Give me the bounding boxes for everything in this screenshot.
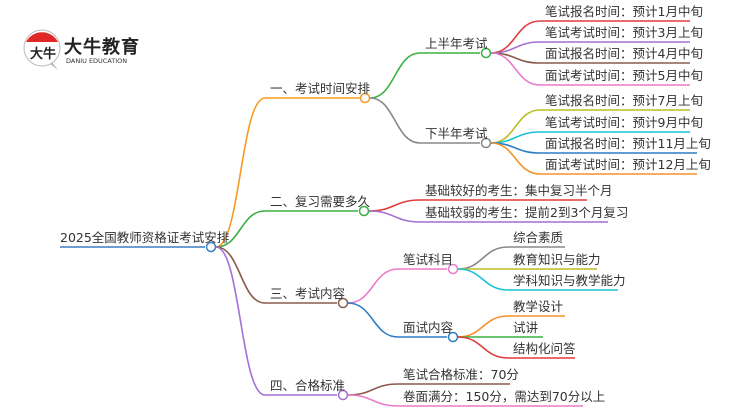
leaf-node[interactable]: 基础较弱的考生：提前2到3个月复习 <box>425 205 629 220</box>
leaf-node[interactable]: 面试报名时间：预计4月中旬 <box>545 46 703 61</box>
topic-node[interactable]: 一、考试时间安排 <box>270 81 371 96</box>
leaf-node[interactable]: 教学设计 <box>513 299 564 314</box>
connector-line <box>215 246 337 304</box>
connector-line <box>215 97 360 248</box>
collapse-toggle[interactable] <box>358 205 370 217</box>
connector-line <box>215 210 358 248</box>
leaf-node[interactable]: 笔试合格标准：70分 <box>403 367 519 382</box>
logo: 大牛 大牛教育 DANIU EDUCATION <box>22 28 142 70</box>
topic-node[interactable]: 四、合格标准 <box>270 378 346 393</box>
leaf-node[interactable]: 面试考试时间：预计12月上旬 <box>545 157 711 172</box>
topic-node[interactable]: 笔试科目 <box>403 252 454 267</box>
leaf-node[interactable]: 笔试报名时间：预计1月中旬 <box>545 4 703 19</box>
leaf-node[interactable]: 卷面满分：150分，需达到70分以上 <box>403 389 606 404</box>
connector-line <box>347 394 583 407</box>
collapse-toggle[interactable] <box>205 241 217 253</box>
connector-line <box>215 246 337 396</box>
topic-node[interactable]: 上半年考试 <box>425 36 488 51</box>
svg-text:大牛: 大牛 <box>30 46 56 62</box>
connector-line <box>369 97 480 144</box>
connector-line <box>457 336 575 359</box>
logo-mark-icon: 大牛 <box>23 29 61 70</box>
collapse-toggle[interactable] <box>480 137 492 149</box>
connector-line <box>347 302 447 338</box>
collapse-toggle[interactable] <box>337 389 349 401</box>
topic-node[interactable]: 二、复习需要多久 <box>270 194 371 209</box>
collapse-toggle[interactable] <box>480 47 492 59</box>
collapse-toggle[interactable] <box>447 263 459 275</box>
topic-node[interactable]: 下半年考试 <box>425 126 488 141</box>
leaf-node[interactable]: 结构化问答 <box>513 341 576 356</box>
connector-line <box>490 142 697 175</box>
connector-line <box>368 210 608 223</box>
root-node[interactable]: 2025全国教师资格证考试安排 <box>60 230 230 245</box>
collapse-toggle[interactable] <box>337 297 349 309</box>
collapse-toggle[interactable] <box>447 331 459 343</box>
leaf-node[interactable]: 笔试报名时间：预计7月上旬 <box>545 93 703 108</box>
connector-line <box>347 268 447 304</box>
leaf-node[interactable]: 基础较好的考生：集中复习半个月 <box>425 183 613 198</box>
leaf-node[interactable]: 面试考试时间：预计5月中旬 <box>545 68 703 83</box>
leaf-node[interactable]: 笔试考试时间：预计3月上旬 <box>545 25 703 40</box>
connector-line <box>457 268 618 291</box>
connector-line <box>457 315 565 338</box>
connector-line <box>369 52 480 99</box>
leaf-node[interactable]: 综合素质 <box>513 230 564 245</box>
topic-node[interactable]: 面试内容 <box>403 320 454 335</box>
leaf-node[interactable]: 笔试考试时间：预计9月中旬 <box>545 115 703 130</box>
leaf-node[interactable]: 学科知识与教学能力 <box>513 273 626 288</box>
connector-line <box>490 52 690 86</box>
collapse-toggle[interactable] <box>359 92 371 104</box>
leaf-node[interactable]: 面试报名时间：预计11月上旬 <box>545 136 711 151</box>
connector-line <box>490 109 690 144</box>
topic-node[interactable]: 三、考试内容 <box>270 286 346 301</box>
logo-subtitle: DANIU EDUCATION <box>66 57 128 65</box>
leaf-node[interactable]: 试讲 <box>513 320 539 335</box>
logo-name: 大牛教育 <box>64 37 140 58</box>
leaf-node[interactable]: 教育知识与能力 <box>513 252 601 267</box>
